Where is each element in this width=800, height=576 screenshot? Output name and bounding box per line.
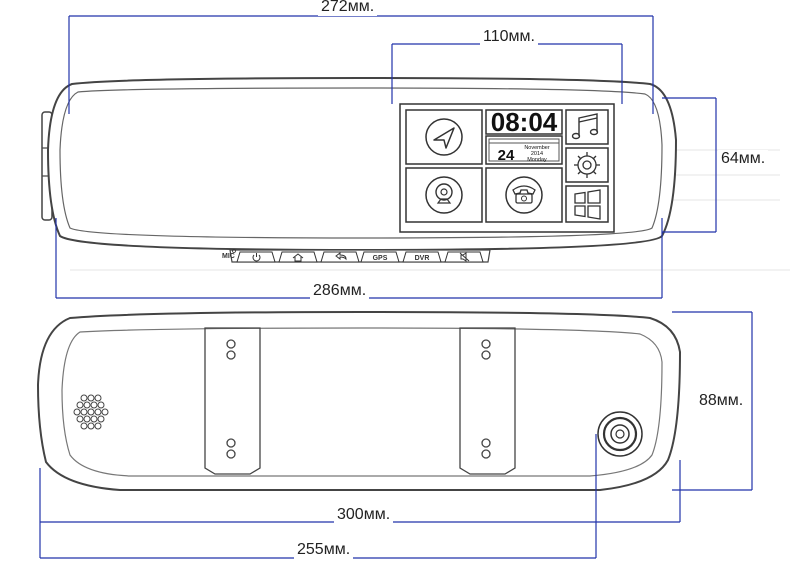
settings-icon [574, 152, 600, 178]
svg-text:GPS: GPS [373, 255, 388, 262]
rear-camera-lens [597, 411, 643, 457]
tile-phone[interactable] [485, 167, 563, 223]
dim-top-width-outer: 272мм. [318, 0, 378, 16]
tile-clock[interactable] [485, 109, 563, 135]
speaker-grille [73, 394, 109, 430]
touch-screen: 08:04 24 November 2014 Monday [399, 103, 615, 233]
back-inner-outline [61, 327, 663, 477]
dim-height-bottom: 88мм. [696, 392, 747, 410]
navigation-icon [433, 127, 455, 149]
date-year: 2014 [531, 151, 543, 157]
power-button[interactable] [236, 251, 276, 263]
dim-top-width-total: 286мм. [310, 282, 370, 300]
camera-icon [435, 183, 453, 204]
mount-bracket-right [459, 327, 516, 475]
windows-icon [574, 189, 601, 220]
back-mirror [36, 310, 682, 491]
dvr-button[interactable]: DVR [402, 251, 442, 263]
back-icon [335, 252, 347, 261]
mute-button[interactable] [444, 251, 484, 263]
power-icon [252, 253, 261, 262]
tile-windows[interactable] [565, 185, 609, 223]
mic-label: MIC [222, 253, 235, 260]
date-weekday: Monday [527, 157, 547, 163]
hardware-buttons: MIC GPS DVR [222, 249, 484, 263]
dim-screen-width: 110мм. [480, 28, 538, 46]
gps-button[interactable]: GPS [360, 251, 400, 263]
svg-text:DVR: DVR [415, 255, 430, 262]
home-icon [292, 253, 304, 262]
tile-music[interactable] [565, 109, 609, 145]
back-button[interactable] [320, 251, 360, 263]
clock-time: 08:04 [491, 107, 558, 137]
date-month: November [524, 145, 550, 151]
mic-hole [232, 249, 236, 253]
mute-icon [459, 252, 470, 262]
phone-icon [512, 185, 536, 204]
tile-navigation[interactable] [405, 109, 483, 165]
dim-height-top: 64мм. [718, 150, 769, 168]
mount-bracket-left [204, 327, 261, 475]
music-icon [571, 113, 599, 140]
dim-bottom-width-total: 300мм. [334, 506, 394, 524]
home-button[interactable] [278, 251, 318, 263]
date-day: 24 [498, 147, 515, 164]
dim-bottom-width-partial: 255мм. [294, 541, 354, 559]
